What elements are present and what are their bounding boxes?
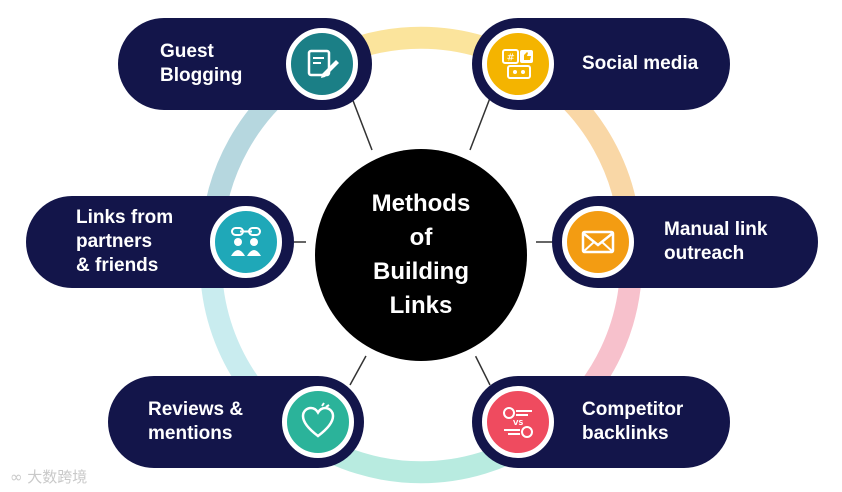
method-social-media: # Social media [472, 18, 730, 110]
watermark-text: 大数跨境 [27, 468, 88, 486]
method-label: Manual link outreach [664, 219, 768, 264]
method-label: Guest Blogging [160, 41, 243, 86]
method-label: Links from partners & friends [76, 207, 174, 276]
method-reviews-mentions: Reviews & mentions [108, 376, 364, 468]
connector-guest-blogging [351, 97, 373, 151]
method-label: Social media [582, 53, 699, 74]
watermark-logo-icon: ∞ [10, 468, 23, 486]
center-circle: Methods of Building Links [315, 149, 527, 361]
competitor-vs-icon: VS [482, 386, 554, 458]
method-partners-friends: Links from partners & friends [26, 196, 294, 288]
connector-social-media [469, 97, 491, 151]
method-label: Competitor backlinks [582, 399, 684, 444]
method-manual-outreach: Manual link outreach [552, 196, 818, 288]
method-guest-blogging: Guest Blogging [118, 18, 372, 110]
method-competitor-backlinks: VS Competitor backlinks [472, 376, 730, 468]
social-media-icon: # [482, 28, 554, 100]
envelope-icon [562, 206, 634, 278]
svg-text:VS: VS [513, 419, 523, 427]
watermark: ∞ 大数跨境 [10, 466, 87, 487]
svg-text:#: # [507, 53, 515, 64]
center-hub: Methods of Building Links [306, 140, 536, 370]
pencil-note-icon [286, 28, 358, 100]
partners-icon [210, 206, 282, 278]
heart-icon [282, 386, 354, 458]
center-title: Methods of Building Links [371, 190, 471, 319]
method-label: Reviews & mentions [148, 399, 244, 444]
